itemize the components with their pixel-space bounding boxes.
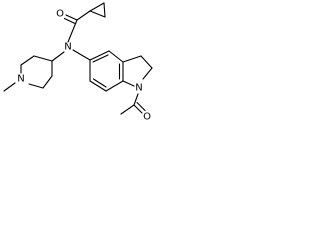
indoline-ring-bond-4: [122, 80, 135, 87]
benzene-bond-5: [89, 80, 107, 92]
cyclopropane-bond-2: [103, 2, 106, 18]
carbonyl-to-amine-bond: [67, 19, 78, 43]
acetyl-double-bond-a: [133, 104, 143, 114]
piperidine-bond-4: [28, 83, 44, 89]
indoline-ring-bond-2: [140, 55, 153, 69]
carbonyl-double-bond-a: [65, 14, 78, 21]
chemical-structure-diagram: O N N N O: [3, 2, 153, 123]
benzene-bond-2: [108, 50, 124, 63]
acetyl-methyl-bond: [120, 104, 135, 115]
structure-canvas: O N N N O: [0, 0, 165, 124]
amine-to-piperidine-bond: [51, 51, 65, 62]
piperidine-bond-2: [20, 55, 35, 66]
benzene-bond-5-inner: [92, 78, 107, 88]
acetyl-n-bond: [133, 93, 139, 106]
benzene-bond-4: [105, 80, 124, 92]
carbonyl-double-bond-b: [63, 17, 76, 25]
amine-nitrogen-label: N: [64, 42, 71, 53]
atom-labels: O N N N O: [17, 9, 151, 123]
carbonyl-to-cyclopropane-bond: [76, 10, 91, 21]
indoline-ring-bond-1: [122, 55, 142, 63]
amide-oxygen-label: O: [56, 9, 64, 20]
cyclopropane-bond-1: [89, 2, 105, 12]
acetyl-double-bond-b: [136, 101, 146, 112]
benzene-bond-1-inner: [92, 54, 109, 63]
bonds: [3, 2, 153, 115]
indoline-nitrogen-label: N: [135, 83, 142, 94]
piperidine-bond-1: [33, 55, 53, 62]
indoline-ring-bond-3: [142, 67, 153, 80]
acetyl-oxygen-label: O: [143, 112, 151, 123]
amine-to-aromatic-bond: [72, 49, 91, 61]
piperidine-nitrogen-label: N: [17, 74, 24, 85]
methyl-bond: [3, 82, 16, 92]
benzene-bond-1: [89, 50, 110, 61]
piperidine-bond-5: [42, 75, 53, 89]
cyclopropane-bond-3: [89, 10, 106, 18]
